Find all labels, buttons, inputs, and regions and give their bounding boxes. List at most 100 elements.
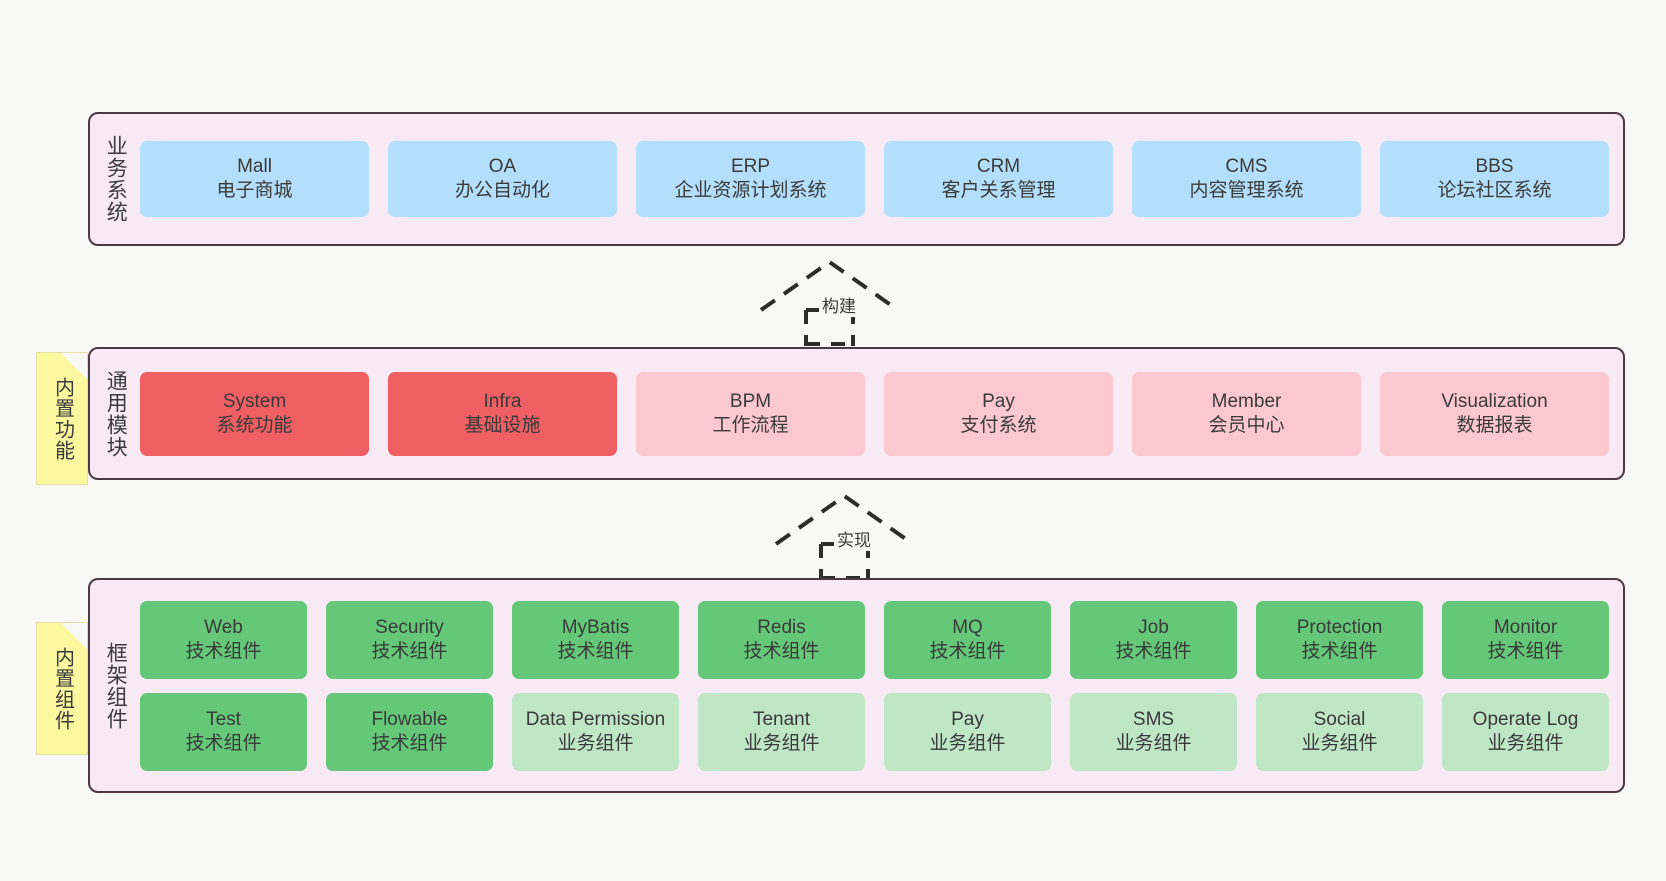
card-job[interactable]: Job 技术组件 (1070, 600, 1237, 679)
card-title: SMS (1132, 708, 1175, 730)
card-system[interactable]: System 系统功能 (140, 371, 369, 456)
card-monitor[interactable]: Monitor 技术组件 (1442, 600, 1609, 679)
card-title: Job (1138, 616, 1169, 638)
card-title: Test (206, 708, 241, 730)
card-subtitle: 基础设施 (464, 414, 541, 436)
card-title: Tenant (752, 708, 811, 730)
card-subtitle: 业务组件 (557, 732, 634, 754)
layer-body-framework-components: Web 技术组件 Security 技术组件 MyBatis 技术组件 Redi… (140, 580, 1623, 791)
card-row: Web 技术组件 Security 技术组件 MyBatis 技术组件 Redi… (140, 600, 1609, 679)
card-subtitle: 数据报表 (1456, 414, 1533, 436)
card-pay-component[interactable]: Pay 业务组件 (884, 692, 1051, 771)
card-subtitle: 技术组件 (1301, 640, 1378, 662)
layer-label-common-modules: 通用模块 (104, 369, 128, 458)
card-mall[interactable]: Mall 电子商城 (140, 141, 369, 217)
card-redis[interactable]: Redis 技术组件 (698, 600, 865, 679)
card-subtitle: 会员中心 (1208, 414, 1285, 436)
card-cms[interactable]: CMS 内容管理系统 (1132, 141, 1361, 217)
card-title: OA (488, 156, 517, 178)
card-operate-log[interactable]: Operate Log 业务组件 (1442, 692, 1609, 771)
connector-build: 构建 (757, 258, 902, 346)
card-title: Social (1313, 708, 1366, 730)
card-title: Web (204, 616, 243, 638)
layer-panel-business-systems: 业务系统 Mall 电子商城 OA 办公自动化 ERP 企业资源计划系统 CRM… (88, 112, 1625, 246)
card-subtitle: 技术组件 (185, 732, 262, 754)
card-title: System (222, 390, 287, 412)
card-subtitle: 客户关系管理 (941, 180, 1056, 201)
card-title: BBS (1475, 156, 1514, 178)
card-protection[interactable]: Protection 技术组件 (1256, 600, 1423, 679)
card-title: Pay (951, 708, 984, 730)
card-title: MyBatis (561, 616, 630, 638)
layer-body-business-systems: Mall 电子商城 OA 办公自动化 ERP 企业资源计划系统 CRM 客户关系… (140, 114, 1623, 244)
card-subtitle: 业务组件 (1115, 732, 1192, 754)
connector-implement: 实现 (772, 492, 917, 580)
card-subtitle: 技术组件 (557, 640, 634, 662)
layer-label-business-systems: 业务系统 (104, 135, 128, 223)
card-subtitle: 业务组件 (743, 732, 820, 754)
card-subtitle: 内容管理系统 (1189, 180, 1304, 201)
sticky-note-label: 内置功能 (51, 376, 74, 461)
card-title: Protection (1296, 616, 1383, 638)
sticky-note-builtin-feature: 内置功能 (36, 352, 88, 485)
card-title: Redis (757, 616, 806, 638)
card-mybatis[interactable]: MyBatis 技术组件 (512, 600, 679, 679)
card-oa[interactable]: OA 办公自动化 (388, 141, 617, 217)
layer-body-common-modules: System 系统功能 Infra 基础设施 BPM 工作流程 Pay 支付系统… (140, 349, 1623, 478)
layer-panel-framework-components: 框架组件 Web 技术组件 Security 技术组件 MyBatis 技术组件… (88, 578, 1625, 793)
card-title: Flowable (371, 708, 448, 730)
card-member[interactable]: Member 会员中心 (1132, 371, 1361, 456)
card-subtitle: 论坛社区系统 (1437, 180, 1552, 201)
card-test[interactable]: Test 技术组件 (140, 692, 307, 771)
card-sms[interactable]: SMS 业务组件 (1070, 692, 1237, 771)
card-title: BPM (729, 390, 772, 412)
card-infra[interactable]: Infra 基础设施 (388, 371, 617, 456)
card-title: CMS (1225, 156, 1268, 178)
card-title: Infra (483, 390, 522, 412)
card-subtitle: 技术组件 (743, 640, 820, 662)
card-title: Pay (982, 390, 1015, 412)
card-row: Test 技术组件 Flowable 技术组件 Data Permission … (140, 692, 1609, 771)
card-subtitle: 业务组件 (1487, 732, 1564, 754)
card-bbs[interactable]: BBS 论坛社区系统 (1380, 141, 1609, 217)
card-pay[interactable]: Pay 支付系统 (884, 371, 1113, 456)
card-title: MQ (952, 616, 983, 638)
card-subtitle: 技术组件 (1487, 640, 1564, 662)
card-subtitle: 电子商城 (216, 180, 293, 201)
card-social[interactable]: Social 业务组件 (1256, 692, 1423, 771)
card-subtitle: 技术组件 (185, 640, 262, 662)
card-subtitle: 系统功能 (216, 414, 293, 436)
card-data-permission[interactable]: Data Permission 业务组件 (512, 692, 679, 771)
card-bpm[interactable]: BPM 工作流程 (636, 371, 865, 456)
layer-panel-common-modules: 通用模块 System 系统功能 Infra 基础设施 BPM 工作流程 Pay… (88, 347, 1625, 480)
layer-label-framework-components: 框架组件 (104, 641, 128, 730)
card-title: Monitor (1493, 616, 1558, 638)
card-row: Mall 电子商城 OA 办公自动化 ERP 企业资源计划系统 CRM 客户关系… (140, 141, 1609, 217)
card-security[interactable]: Security 技术组件 (326, 600, 493, 679)
card-title: Security (375, 616, 444, 638)
card-subtitle: 业务组件 (929, 732, 1006, 754)
card-title: Operate Log (1472, 708, 1579, 730)
card-crm[interactable]: CRM 客户关系管理 (884, 141, 1113, 217)
card-subtitle: 技术组件 (1115, 640, 1192, 662)
card-subtitle: 企业资源计划系统 (674, 180, 827, 201)
card-subtitle: 工作流程 (712, 414, 789, 436)
card-subtitle: 办公自动化 (454, 180, 550, 201)
card-tenant[interactable]: Tenant 业务组件 (698, 692, 865, 771)
card-flowable[interactable]: Flowable 技术组件 (326, 692, 493, 771)
card-title: CRM (976, 156, 1021, 178)
card-row: System 系统功能 Infra 基础设施 BPM 工作流程 Pay 支付系统… (140, 371, 1609, 456)
card-title: ERP (730, 156, 771, 178)
card-subtitle: 技术组件 (929, 640, 1006, 662)
sticky-note-label: 内置组件 (51, 646, 74, 731)
card-web[interactable]: Web 技术组件 (140, 600, 307, 679)
card-subtitle: 技术组件 (371, 732, 448, 754)
card-subtitle: 业务组件 (1301, 732, 1378, 754)
card-visualization[interactable]: Visualization 数据报表 (1380, 371, 1609, 456)
card-title: Visualization (1441, 390, 1548, 412)
card-erp[interactable]: ERP 企业资源计划系统 (636, 141, 865, 217)
connector-label-build: 构建 (819, 292, 859, 317)
card-subtitle: 技术组件 (371, 640, 448, 662)
card-mq[interactable]: MQ 技术组件 (884, 600, 1051, 679)
